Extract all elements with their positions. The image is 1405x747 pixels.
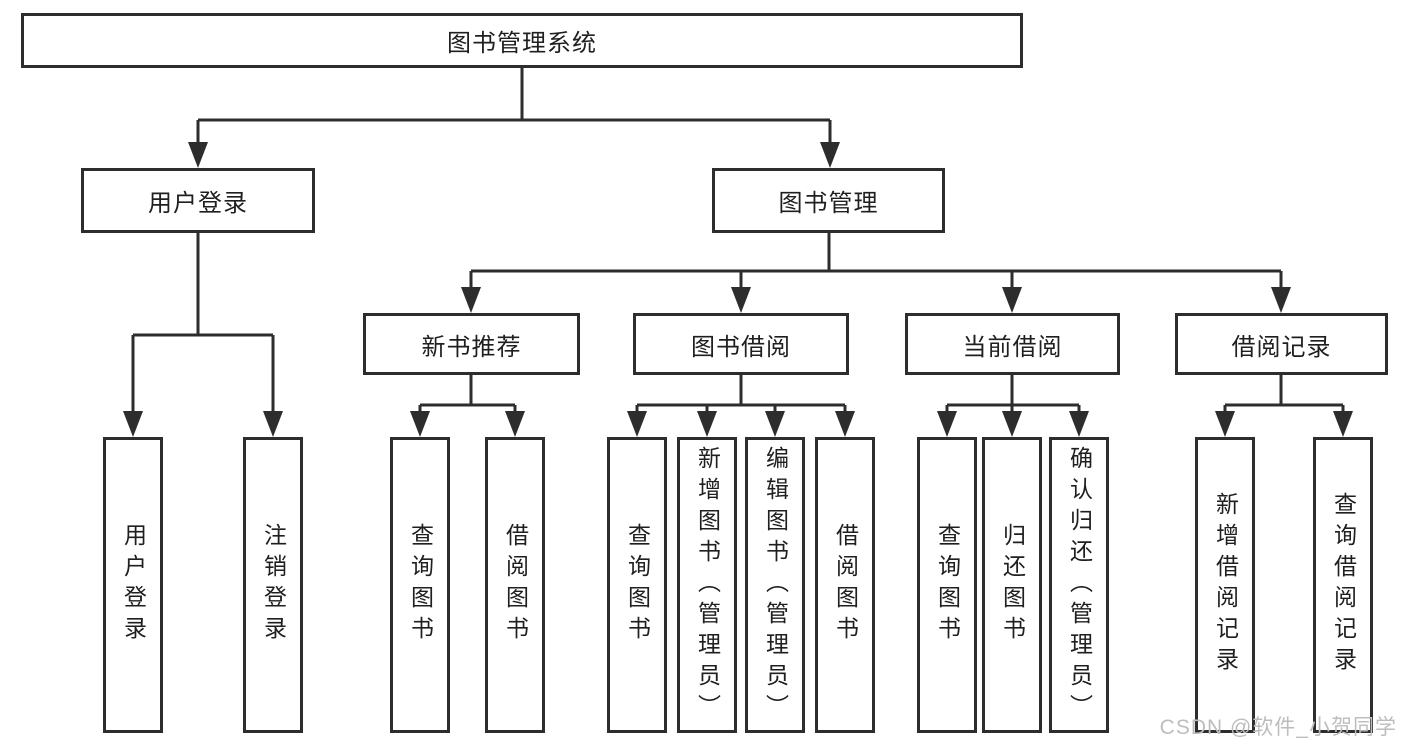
leaf-query-borrow-record: 查询借阅记录 bbox=[1313, 437, 1373, 733]
leaf-label: 查询借阅记录 bbox=[1330, 492, 1357, 678]
node-borrow-records: 借阅记录 bbox=[1175, 313, 1388, 375]
leaf-label: 编辑图书（管理员） bbox=[762, 445, 789, 725]
node-label: 新书推荐 bbox=[421, 333, 522, 361]
node-label: 用户登录 bbox=[148, 190, 248, 217]
leaf-label: 新增图书（管理员） bbox=[694, 445, 721, 725]
leaf-query-books-recommend: 查询图书 bbox=[390, 437, 450, 733]
leaf-label: 查询图书 bbox=[934, 523, 961, 647]
leaf-query-books-borrow: 查询图书 bbox=[607, 437, 667, 733]
node-label: 图书借阅 bbox=[691, 333, 791, 361]
leaf-label: 新增借阅记录 bbox=[1212, 492, 1239, 678]
leaf-label: 查询图书 bbox=[624, 523, 651, 647]
node-new-book-recommend: 新书推荐 bbox=[363, 313, 580, 375]
leaf-query-books-current: 查询图书 bbox=[917, 437, 977, 733]
leaf-borrow-books: 借阅图书 bbox=[815, 437, 875, 733]
leaf-borrow-books-recommend: 借阅图书 bbox=[485, 437, 545, 733]
watermark: CSDN @软件_小贺同学 bbox=[1159, 716, 1397, 739]
node-label: 借阅记录 bbox=[1231, 333, 1332, 361]
node-label: 当前借阅 bbox=[962, 333, 1063, 361]
leaf-user-login: 用户登录 bbox=[103, 437, 163, 733]
node-user-login: 用户登录 bbox=[81, 168, 315, 233]
leaf-label: 归还图书 bbox=[999, 523, 1026, 647]
leaf-label: 借阅图书 bbox=[832, 523, 859, 647]
leaf-add-borrow-record: 新增借阅记录 bbox=[1195, 437, 1255, 733]
node-label: 图书管理系统 bbox=[447, 30, 597, 57]
node-library-system: 图书管理系统 bbox=[21, 13, 1023, 68]
arrowheads bbox=[123, 142, 1353, 437]
leaf-label: 查询图书 bbox=[407, 523, 434, 647]
node-book-management: 图书管理 bbox=[712, 168, 945, 233]
leaf-edit-book-admin: 编辑图书（管理员） bbox=[745, 437, 805, 733]
leaf-label: 确认归还（管理员） bbox=[1066, 445, 1093, 725]
leaf-label: 注销登录 bbox=[260, 523, 287, 647]
node-current-borrow: 当前借阅 bbox=[905, 313, 1120, 375]
leaf-add-book-admin: 新增图书（管理员） bbox=[677, 437, 737, 733]
leaf-logout: 注销登录 bbox=[243, 437, 303, 733]
leaf-label: 借阅图书 bbox=[502, 523, 529, 647]
node-label: 图书管理 bbox=[778, 190, 879, 217]
leaf-return-books: 归还图书 bbox=[982, 437, 1042, 733]
leaf-confirm-return-admin: 确认归还（管理员） bbox=[1049, 437, 1109, 733]
leaf-label: 用户登录 bbox=[120, 523, 147, 647]
node-book-borrow: 图书借阅 bbox=[633, 313, 849, 375]
